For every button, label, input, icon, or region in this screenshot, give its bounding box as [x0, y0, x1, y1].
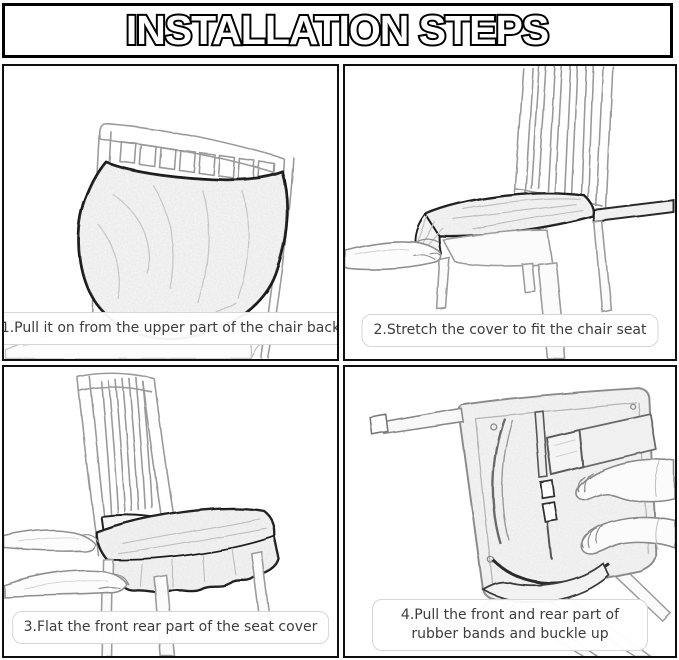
page-title: INSTALLATION STEPS: [126, 7, 548, 53]
hands-sketch: [4, 529, 130, 598]
step-3-panel: 3.Flat the front rear part of the seat c…: [2, 365, 339, 658]
step-2-panel: 2.Stretch the cover to fit the chair sea…: [343, 64, 677, 361]
title-banner-graphic: INSTALLATION STEPS: [124, 6, 551, 55]
title-banner: INSTALLATION STEPS: [2, 3, 673, 58]
hands-sketch: [576, 459, 675, 555]
chair-leg-sketch: [545, 413, 658, 477]
chair-cover-sketch: [77, 160, 289, 341]
step-1-panel: 1.Pull it on from the upper part of the …: [2, 64, 339, 361]
hand-sketch: [345, 238, 443, 271]
step3-caption: 3.Flat the front rear part of the seat c…: [11, 611, 330, 644]
seat-cover-sketch: [94, 506, 281, 594]
rubber-band-sketch: [592, 199, 675, 224]
chair-back-sketch: [513, 66, 614, 220]
chair-leg-sketch: [369, 407, 465, 436]
step4-caption: 4.Pull the front and rear part of rubber…: [372, 599, 648, 651]
step-4-panel: 4.Pull the front and rear part of rubber…: [343, 365, 677, 658]
step1-caption: 1.Pull it on from the upper part of the …: [4, 312, 337, 345]
seat-cover-sketch: [414, 192, 595, 258]
step2-caption: 2.Stretch the cover to fit the chair sea…: [361, 314, 659, 347]
